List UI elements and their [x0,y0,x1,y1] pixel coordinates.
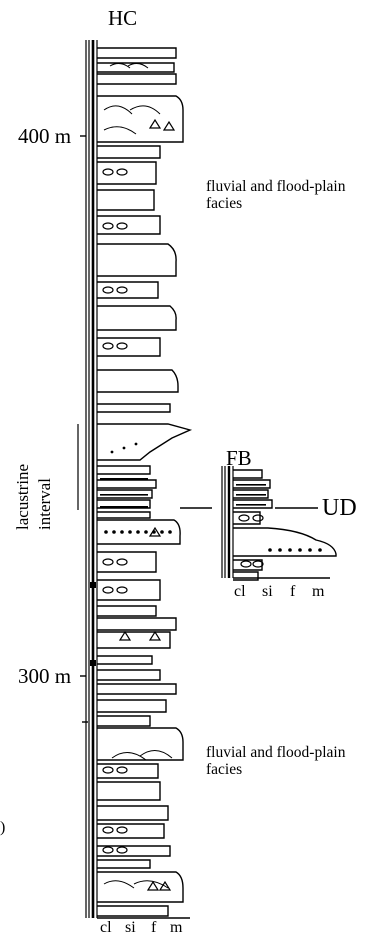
hc-grain-si: si [125,920,136,936]
fb-grain-f: f [290,584,295,600]
fb-grain-m: m [312,584,324,600]
hc-grain-cl: cl [100,920,112,936]
lacustrine-label-line1: lacustrine [14,464,31,530]
ud-label: UD [322,496,357,520]
lacustrine-label-line2: interval [36,478,53,530]
fb-grain-si: si [262,584,273,600]
fb-section-title: FB [226,448,252,469]
hc-grain-f: f [151,920,156,936]
scale-300m-label: 300 m [18,666,71,687]
hc-column [80,40,190,918]
scale-400m-label: 400 m [18,126,71,147]
hc-section-title: HC [108,8,137,29]
edge-fragment: ) [0,820,5,836]
hc-grain-m: m [170,920,182,936]
facies-upper-label: fluvial and flood-plain facies [206,178,376,212]
facies-lower-label: fluvial and flood-plain facies [206,744,376,778]
fb-column [222,466,336,580]
fb-grain-cl: cl [234,584,246,600]
